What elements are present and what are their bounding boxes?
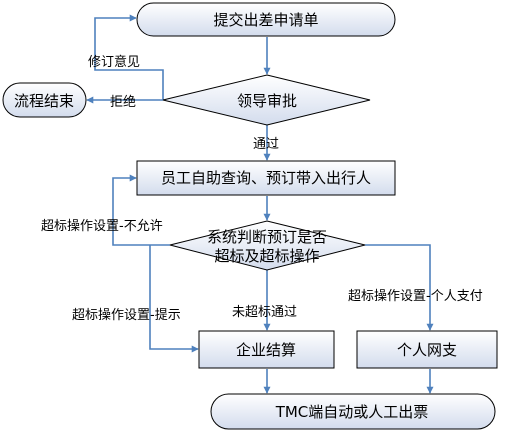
node-leader-approval-label: 领导审批 — [237, 92, 297, 110]
node-personal-online-pay: 个人网支 — [356, 330, 498, 369]
node-system-check-label-line1: 系统判断预订是否 — [207, 228, 327, 246]
node-personal-online-pay-label: 个人网支 — [397, 341, 457, 359]
node-employee-booking-label: 员工自助查询、预订带入出行人 — [161, 169, 371, 187]
edge-label-approved: 通过 — [253, 137, 279, 152]
node-process-end-label: 流程结束 — [14, 92, 74, 110]
node-employee-booking: 员工自助查询、预订带入出行人 — [136, 160, 396, 196]
edge-label-personal-pay: 超标操作设置-个人支付 — [348, 288, 483, 304]
node-corporate-settlement-label: 企业结算 — [236, 341, 296, 359]
node-system-check: 系统判断预订是否 超标及超标操作 — [169, 220, 366, 271]
node-submit-request: 提交出差申请单 — [136, 2, 396, 37]
arrow-personal-pay — [365, 244, 434, 331]
edge-label-prompt: 超标操作设置-提示 — [72, 307, 181, 323]
arrow-prompt-to-settlement — [149, 245, 199, 353]
node-ticketing: TMC端自动或人工出票 — [210, 393, 496, 430]
node-ticketing-label: TMC端自动或人工出票 — [275, 403, 429, 421]
arrow-not-allowed-loop — [112, 174, 170, 246]
edge-label-not-allowed: 超标操作设置-不允许 — [41, 218, 163, 234]
node-system-check-label-line2: 超标及超标操作 — [214, 247, 319, 265]
arrow-revise-loop — [94, 14, 164, 100]
edge-label-revise-opinion: 修订意见 — [88, 54, 140, 70]
edge-label-not-over-standard: 未超标通过 — [232, 305, 297, 320]
node-process-end: 流程结束 — [2, 82, 87, 118]
node-submit-request-label: 提交出差申请单 — [213, 11, 318, 29]
node-leader-approval: 领导审批 — [162, 74, 371, 126]
edge-label-reject: 拒绝 — [110, 94, 136, 110]
node-corporate-settlement: 企业结算 — [198, 330, 335, 369]
